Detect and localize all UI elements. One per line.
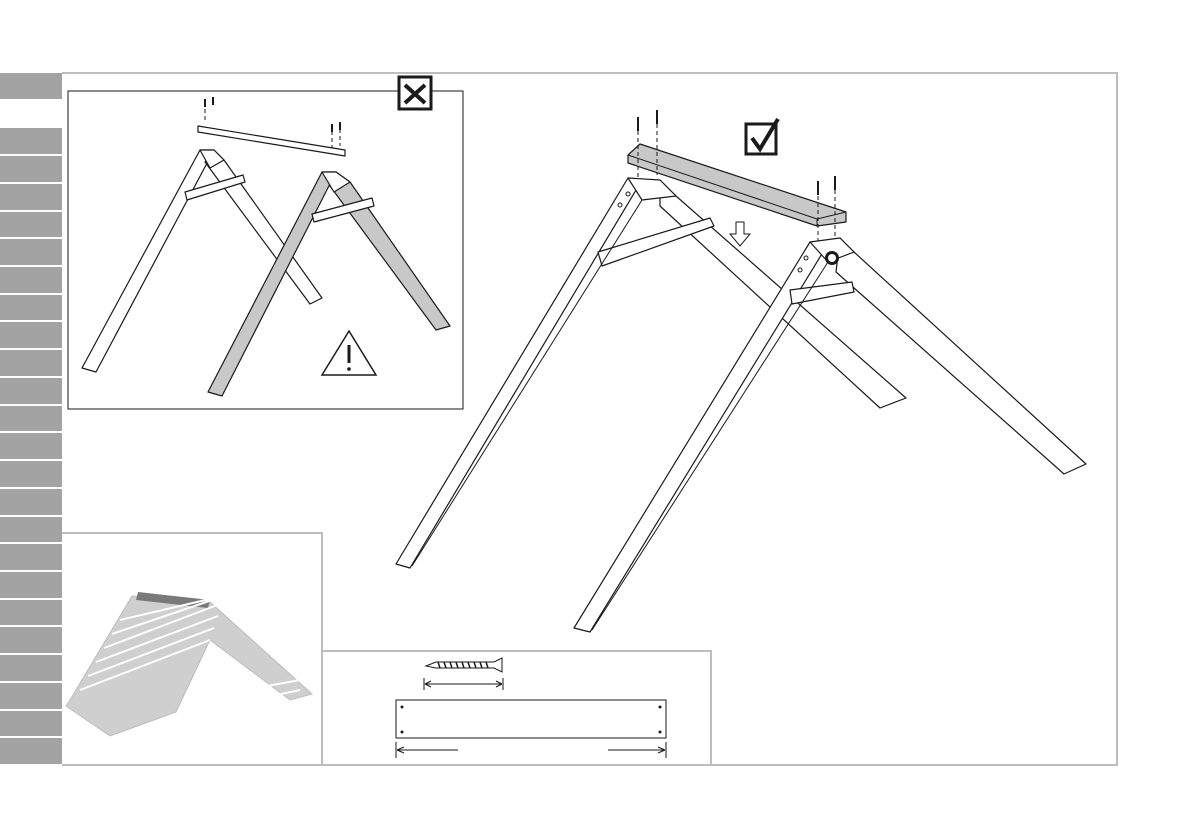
parts-panel xyxy=(322,651,711,765)
preview-panel xyxy=(62,533,322,765)
screw-icon xyxy=(424,658,503,690)
check-box-icon xyxy=(746,119,778,154)
cross-box-icon xyxy=(399,77,431,109)
incorrect-example-panel xyxy=(68,77,463,409)
assembled-swing-set-thumbnail xyxy=(66,592,312,736)
correct-assembly-drawing xyxy=(396,110,1086,632)
wooden-beam-icon xyxy=(396,700,666,758)
